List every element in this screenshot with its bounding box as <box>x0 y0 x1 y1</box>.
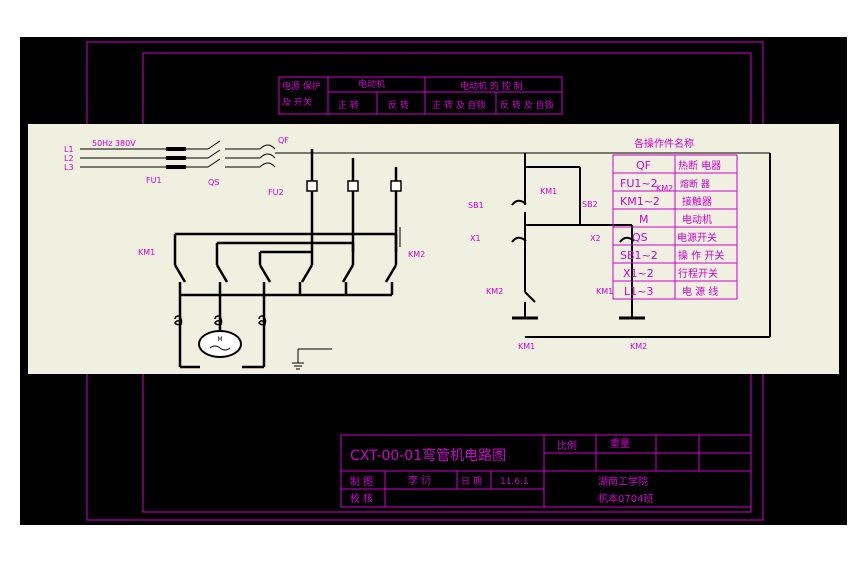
component-legend: 各操作件名称 QF 热断 电器 FU1~2 熔断 器 KM1~2 接触器 M 电… <box>612 137 738 300</box>
fu1-fuses <box>166 147 186 169</box>
legend-name: 熔断 器 <box>680 178 710 190</box>
qs-switch <box>207 140 221 168</box>
control-circuit <box>524 153 771 338</box>
legend-code: L1~3 <box>624 285 653 298</box>
legend-name: 电动机 <box>682 213 712 226</box>
legend-title: 各操作件名称 <box>634 137 694 150</box>
x2-label: X2 <box>590 234 601 243</box>
line-l2: L2 <box>64 154 74 163</box>
x1-label: X1 <box>470 234 481 243</box>
qf-breaker <box>259 144 276 168</box>
legend-code: QF <box>636 159 651 172</box>
top-function-table: 电源 保护 及 开关 电动机 正 转 反 转 电动机 的 控 制 正 转 及 自… <box>278 76 563 115</box>
draw-label: 制 图 <box>350 475 373 488</box>
sb1-label: SB1 <box>468 201 484 210</box>
motor-coils <box>174 315 267 326</box>
power-lines <box>80 148 770 168</box>
check-label: 校 核 <box>350 492 373 505</box>
fu2-fuses <box>306 180 402 192</box>
scale-label: 比例 <box>557 439 577 452</box>
motor-label: M <box>217 336 222 343</box>
table-switch-label: 及 开关 <box>282 96 312 108</box>
legend-name: 接触器 <box>682 195 712 208</box>
line-l1: L1 <box>64 145 74 154</box>
legend-code: M <box>639 213 649 226</box>
sb-buttons <box>511 199 635 243</box>
table-forward: 正 转 <box>338 99 359 111</box>
km2-lower-label: KM2 <box>486 287 503 296</box>
coil-km2-label: KM2 <box>630 342 647 351</box>
coil-km1-label: KM1 <box>518 342 535 351</box>
table-power-label: 电源 保护 <box>282 80 321 92</box>
school-name: 湖南工学院 <box>598 475 648 488</box>
qs-label: QS <box>208 178 219 187</box>
table-control-header: 电动机 的 控 制 <box>460 80 523 92</box>
drawing-title: CXT-00-01弯管机电路图 <box>350 447 506 464</box>
drawing-canvas: 电源 保护 及 开关 电动机 正 转 反 转 电动机 的 控 制 正 转 及 自… <box>20 37 847 525</box>
legend-code: X1~2 <box>623 267 654 280</box>
sb2-label: SB2 <box>582 200 598 209</box>
fu2-label: FU2 <box>268 188 284 197</box>
legend-name: 操 作 开关 <box>678 249 724 262</box>
km2-aux-label: KM2 <box>656 184 673 193</box>
table-motor-header: 电动机 <box>358 78 385 90</box>
motor-symbol: M <box>198 330 242 358</box>
line-l3: L3 <box>64 163 74 172</box>
drawer-name: 李 衍 <box>408 474 431 487</box>
legend-name: 热断 电器 <box>678 159 721 172</box>
class-name: 机本0704班 <box>598 492 653 505</box>
legend-code: QS <box>632 231 648 244</box>
table-reverse: 反 转 <box>388 99 409 111</box>
qf-label: QF <box>278 136 289 145</box>
fu1-label: FU1 <box>146 176 162 185</box>
legend-code: KM1~2 <box>620 195 660 208</box>
date-value: 11.6.1 <box>500 477 529 487</box>
legend-code: SB1~2 <box>620 249 658 262</box>
supply-label: 50Hz 380V <box>92 139 136 148</box>
schematic-panel <box>28 124 839 374</box>
km1-left-label: KM1 <box>138 248 155 257</box>
km2-left-label: KM2 <box>408 250 425 259</box>
km1-aux-label: KM1 <box>540 187 557 196</box>
table-rev-lock: 反 转 及 自锁 <box>500 99 554 111</box>
title-block: CXT-00-01弯管机电路图 比例 重量 制 图 李 衍 日 期 11.6.1… <box>340 434 752 508</box>
legend-name: 电 源 线 <box>682 285 718 298</box>
legend-code: FU1~2 <box>620 177 658 190</box>
legend-name: 行程开关 <box>678 267 718 280</box>
ground-symbol <box>292 348 332 370</box>
weight-label: 重量 <box>610 437 630 450</box>
legend-name: 电源开关 <box>677 231 717 244</box>
drawing-svg: 电源 保护 及 开关 电动机 正 转 反 转 电动机 的 控 制 正 转 及 自… <box>28 41 839 521</box>
table-fwd-lock: 正 转 及 自锁 <box>432 99 486 111</box>
date-label: 日 期 <box>461 476 482 487</box>
km1-lower-label: KM1 <box>596 287 613 296</box>
main-contactors <box>173 232 398 369</box>
